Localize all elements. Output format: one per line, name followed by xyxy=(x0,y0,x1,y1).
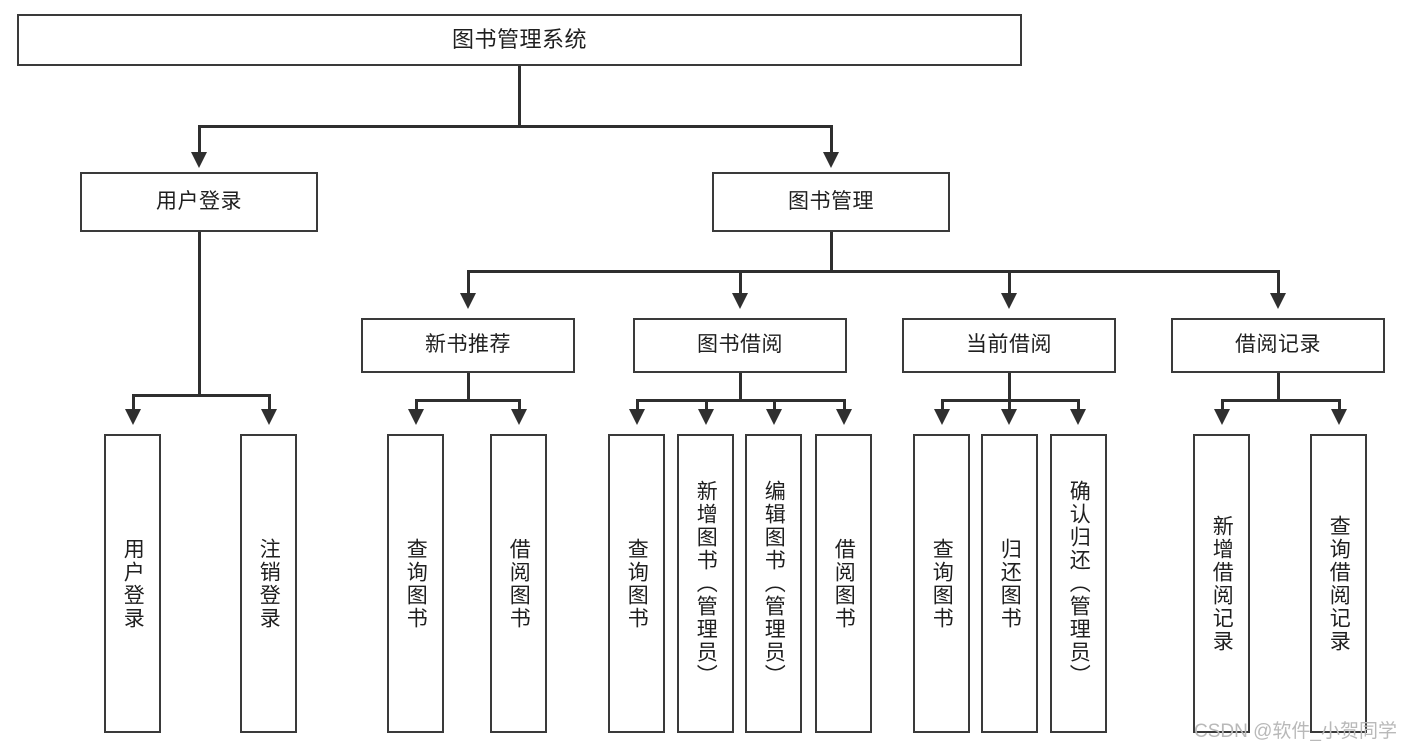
node-leaf-confirm-return-admin[interactable]: 确认归还（管理员） xyxy=(1050,434,1107,733)
arrowhead-leaf-borrow-book-1 xyxy=(511,409,527,425)
node-book-borrow[interactable]: 图书借阅 xyxy=(633,318,847,373)
node-label: 编辑图书（管理员） xyxy=(762,480,786,687)
node-leaf-user-login[interactable]: 用户登录 xyxy=(104,434,161,733)
connector-cb-branch-3 xyxy=(1077,399,1080,412)
connector-nbr-bus xyxy=(415,399,521,402)
connector-bb-stem xyxy=(739,373,742,401)
connector-user-login-bus xyxy=(132,394,271,397)
node-label: 借阅记录 xyxy=(1235,333,1321,357)
connector-bm-branch-1 xyxy=(467,270,470,296)
connector-cb-branch-1 xyxy=(941,399,944,412)
node-label: 图书管理 xyxy=(788,189,874,213)
connector-bb-branch-2 xyxy=(705,399,708,412)
arrowhead-current-borrow xyxy=(1001,293,1017,309)
connector-bb-branch-1 xyxy=(636,399,639,412)
node-label: 用户登录 xyxy=(156,189,242,213)
arrowhead-leaf-edit-book-admin xyxy=(766,409,782,425)
node-leaf-borrow-book-1[interactable]: 借阅图书 xyxy=(490,434,547,733)
node-label: 用户登录 xyxy=(121,537,145,630)
connector-br-branch-1 xyxy=(1221,399,1224,412)
node-label: 查询图书 xyxy=(625,537,649,630)
node-label: 新增图书（管理员） xyxy=(694,480,718,687)
connector-root-bus xyxy=(198,125,832,128)
node-leaf-return-book[interactable]: 归还图书 xyxy=(981,434,1038,733)
arrowhead-leaf-return-book xyxy=(1001,409,1017,425)
node-user-login[interactable]: 用户登录 xyxy=(80,172,318,232)
node-label: 借阅图书 xyxy=(832,537,856,630)
arrowhead-leaf-query-borrow-record xyxy=(1331,409,1347,425)
arrowhead-leaf-add-borrow-record xyxy=(1214,409,1230,425)
arrowhead-leaf-query-book-1 xyxy=(408,409,424,425)
arrowhead-book-management xyxy=(823,152,839,168)
connector-root-stem xyxy=(518,66,521,126)
connector-user-login-branch-1 xyxy=(132,394,135,412)
connector-br-branch-2 xyxy=(1338,399,1341,412)
node-label: 当前借阅 xyxy=(966,333,1052,357)
node-leaf-query-book-1[interactable]: 查询图书 xyxy=(387,434,444,733)
connector-book-management-stem xyxy=(830,232,833,272)
connector-user-login-stem xyxy=(198,232,201,396)
node-label: 归还图书 xyxy=(998,537,1022,630)
node-leaf-query-book-2[interactable]: 查询图书 xyxy=(608,434,665,733)
node-label: 查询图书 xyxy=(930,537,954,630)
connector-nbr-branch-2 xyxy=(518,399,521,412)
node-label: 借阅图书 xyxy=(507,537,531,630)
node-leaf-borrow-book-2[interactable]: 借阅图书 xyxy=(815,434,872,733)
arrowhead-leaf-add-book-admin xyxy=(698,409,714,425)
node-label: 查询图书 xyxy=(404,537,428,630)
node-root-system[interactable]: 图书管理系统 xyxy=(17,14,1022,66)
connector-cb-stem xyxy=(1008,373,1011,401)
arrowhead-user-login xyxy=(191,152,207,168)
connector-root-to-user-login xyxy=(198,125,201,155)
arrowhead-leaf-query-book-3 xyxy=(934,409,950,425)
node-label: 查询借阅记录 xyxy=(1327,514,1351,653)
arrowhead-borrow-record xyxy=(1270,293,1286,309)
arrowhead-leaf-query-book-2 xyxy=(629,409,645,425)
node-label: 新书推荐 xyxy=(425,333,511,357)
node-current-borrow[interactable]: 当前借阅 xyxy=(902,318,1116,373)
arrowhead-leaf-logout xyxy=(261,409,277,425)
connector-nbr-branch-1 xyxy=(415,399,418,412)
node-leaf-add-book-admin[interactable]: 新增图书（管理员） xyxy=(677,434,734,733)
connector-bm-branch-4 xyxy=(1277,270,1280,296)
connector-cb-branch-2 xyxy=(1008,399,1011,412)
arrowhead-new-book-recommend xyxy=(460,293,476,309)
connector-bm-branch-3 xyxy=(1008,270,1011,296)
node-borrow-record[interactable]: 借阅记录 xyxy=(1171,318,1385,373)
node-leaf-edit-book-admin[interactable]: 编辑图书（管理员） xyxy=(745,434,802,733)
connector-user-login-branch-2 xyxy=(268,394,271,412)
node-leaf-query-borrow-record[interactable]: 查询借阅记录 xyxy=(1310,434,1367,733)
arrowhead-leaf-user-login xyxy=(125,409,141,425)
node-label: 新增借阅记录 xyxy=(1210,514,1234,653)
node-label: 确认归还（管理员） xyxy=(1067,480,1091,687)
arrowhead-book-borrow xyxy=(732,293,748,309)
connector-br-bus xyxy=(1221,399,1341,402)
node-leaf-query-book-3[interactable]: 查询图书 xyxy=(913,434,970,733)
node-new-book-recommend[interactable]: 新书推荐 xyxy=(361,318,575,373)
connector-root-to-book-management xyxy=(830,125,833,155)
connector-bb-branch-4 xyxy=(843,399,846,412)
node-label: 注销登录 xyxy=(257,537,281,630)
node-book-management[interactable]: 图书管理 xyxy=(712,172,950,232)
connector-book-management-bus xyxy=(467,270,1280,273)
node-leaf-add-borrow-record[interactable]: 新增借阅记录 xyxy=(1193,434,1250,733)
arrowhead-leaf-confirm-return-admin xyxy=(1070,409,1086,425)
connector-bb-branch-3 xyxy=(773,399,776,412)
connector-bm-branch-2 xyxy=(739,270,742,296)
node-label: 图书管理系统 xyxy=(451,27,587,53)
node-label: 图书借阅 xyxy=(697,333,783,357)
connector-bb-bus xyxy=(636,399,846,402)
node-leaf-logout[interactable]: 注销登录 xyxy=(240,434,297,733)
arrowhead-leaf-borrow-book-2 xyxy=(836,409,852,425)
connector-nbr-stem xyxy=(467,373,470,401)
connector-br-stem xyxy=(1277,373,1280,401)
